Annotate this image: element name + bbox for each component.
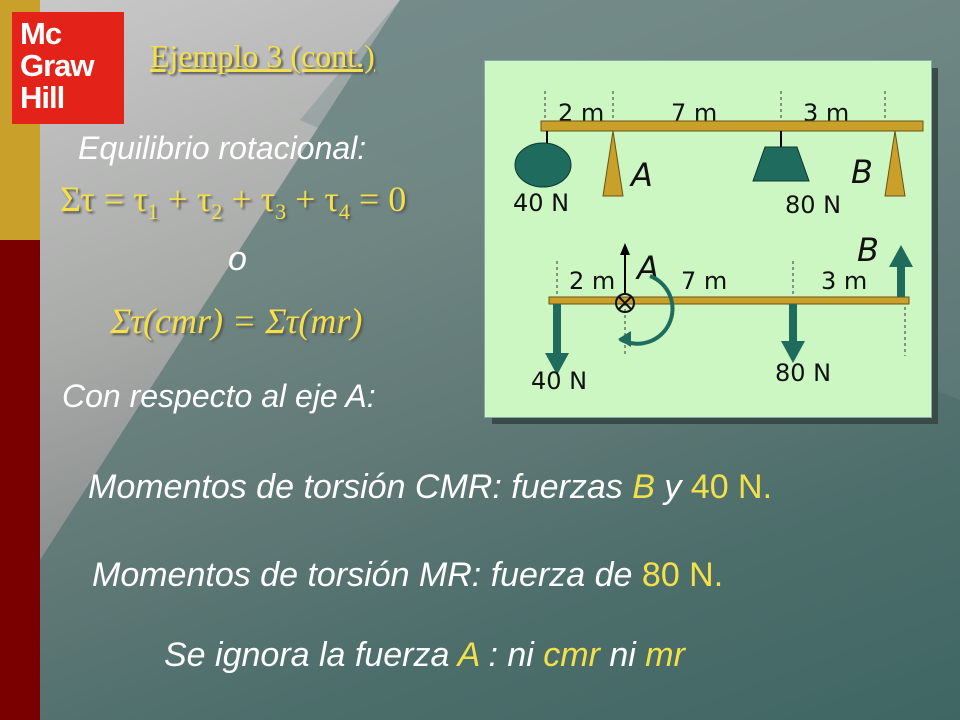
cmr-torques-line: Momentos de torsión CMR: fuerzas B y 40 … xyxy=(88,468,773,506)
weight-40n-ellipse xyxy=(514,142,572,188)
torque-sum-equation: Στ = τ1 + τ2 + τ3 + τ4 = 0 xyxy=(60,179,407,225)
slide-title: Ejemplo 3 (cont.) xyxy=(150,38,375,74)
bottom-beam xyxy=(548,296,910,305)
top-diagram: 2 m 7 m 3 m A B 40 N 80 N xyxy=(513,91,924,219)
top-label-a: A xyxy=(629,156,653,194)
pivot-a-icon xyxy=(615,293,635,313)
ignore-force-line: Se ignora la fuerza A : ni cmr ni mr xyxy=(164,636,685,674)
mcgraw-hill-logo: Mc Graw Hill xyxy=(12,12,124,124)
top-weight-80n: 80 N xyxy=(785,191,841,219)
rotation-arrow xyxy=(619,274,675,346)
weight-80n-block xyxy=(752,146,810,182)
bottom-dist-3: 3 m xyxy=(821,267,867,295)
cmr-mr-equation: Στ(cmr) = Στ(mr) xyxy=(110,301,363,341)
bottom-dist-1: 2 m xyxy=(569,267,615,295)
beam-diagram: 2 m 7 m 3 m A B 40 N 80 N 2 m 7 m 3 m A … xyxy=(484,60,932,418)
bottom-label-a: A xyxy=(635,249,659,287)
mr-torques-line: Momentos de torsión MR: fuerza de 80 N. xyxy=(92,556,724,594)
arrow-40n xyxy=(545,353,569,375)
bottom-dist-2: 7 m xyxy=(681,267,727,295)
bottom-weight-40n: 40 N xyxy=(531,367,587,395)
bottom-diagram: 2 m 7 m 3 m A B 40 N 80 N xyxy=(531,231,913,395)
bottom-label-b: B xyxy=(857,231,879,269)
bottom-weight-80n: 80 N xyxy=(775,359,831,387)
top-label-b: B xyxy=(851,153,873,191)
or-text: o xyxy=(228,240,247,278)
red-stripe xyxy=(0,240,40,720)
axis-text: Con respecto al eje A: xyxy=(62,378,376,414)
top-beam xyxy=(540,120,924,132)
support-b xyxy=(884,130,906,197)
arrow-80n xyxy=(781,341,805,363)
support-a xyxy=(602,130,624,197)
arrow-b-up xyxy=(889,245,913,267)
top-weight-40n: 40 N xyxy=(513,189,569,217)
equilibrium-label: Equilibrio rotacional: xyxy=(78,130,367,166)
